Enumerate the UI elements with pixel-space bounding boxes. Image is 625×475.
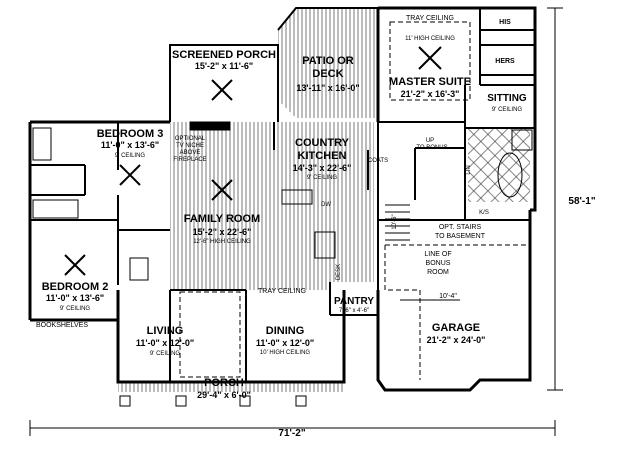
tv-niche-1: OPTIONAL (175, 136, 206, 142)
family-dim: 15'-2" x 22'-6" (193, 227, 252, 237)
dw-label: DW (321, 202, 331, 208)
interior-walls (30, 8, 535, 382)
bathtub (32, 127, 52, 161)
overall-depth: 58'-1" (568, 196, 595, 207)
family-ceiling: 12'-6" HIGH CEILING (193, 239, 251, 245)
kitchen-floor (274, 122, 374, 282)
kitchen-name-2: KITCHEN (298, 150, 347, 162)
porch-name: PORCH (204, 377, 244, 389)
sitting-name: SITTING (487, 93, 527, 104)
dining-ceiling: 10' HIGH CEILING (260, 350, 310, 356)
bedroom2-dim: 11'-0" x 13'-6" (46, 293, 104, 303)
bedroom3-name: BEDROOM 3 (97, 128, 164, 140)
master-tray: TRAY CEILING (406, 15, 454, 22)
pantry-name: PANTRY (334, 296, 374, 307)
wall (378, 6, 537, 212)
bonus-room-line (384, 245, 421, 380)
porch-floor (118, 382, 344, 392)
desk-label: DESK (336, 264, 342, 280)
tv-niche-3: ABOVE (180, 150, 201, 156)
sink (281, 189, 313, 205)
coats-closet: COATS (368, 158, 388, 164)
shower (511, 129, 533, 151)
living-ceiling: 9' CEILING (150, 351, 180, 357)
stairs (385, 204, 410, 241)
bonus-line-3: ROOM (427, 269, 449, 276)
fan-icon (418, 46, 442, 70)
column (239, 395, 251, 407)
column (175, 395, 187, 407)
toilet (129, 257, 149, 281)
kitchen-name: COUNTRY (295, 137, 350, 149)
tray-ceiling-dining (179, 291, 241, 378)
master-name: MASTER SUITE (389, 76, 471, 88)
fan-icon (211, 179, 233, 201)
garage-inner-dim: 10'-4" (439, 293, 457, 300)
bonus-line-2: BONUS (426, 260, 451, 267)
wall (116, 290, 346, 384)
kitchen-dim: 14'-3" x 22'-6" (293, 163, 352, 173)
stair-run-dim: 10'-6" (392, 214, 398, 229)
ceiling-fans (64, 46, 442, 276)
ks-label: K/S (479, 210, 489, 216)
porch-dim: 29'-4" x 6'-0" (197, 390, 251, 400)
master-ceiling: 11' HIGH CEILING (405, 36, 455, 42)
sitting-ceiling: 9' CEILING (492, 107, 522, 113)
fan-icon (211, 79, 233, 101)
pantry-dim: 7'-6" x 4'-6" (339, 308, 369, 314)
tv-niche-2: TV NICHE (176, 143, 204, 149)
wall (277, 7, 378, 31)
screened-porch-dim: 15'-2" x 11'-6" (195, 61, 253, 71)
master-tub (497, 152, 523, 198)
patio-name: PATIO OR (302, 55, 354, 67)
kitchen-island (314, 231, 336, 259)
bedroom2-ceiling: 9' CEILING (60, 306, 90, 312)
tray-ceiling-outline (389, 21, 471, 101)
tray-ceiling-label: TRAY CEILING (258, 288, 306, 295)
bedroom2-name: BEDROOM 2 (42, 281, 109, 293)
living-dim: 11'-0" x 12'-0" (136, 338, 194, 348)
dashed-lines (179, 21, 530, 380)
vanity (32, 199, 79, 219)
tv-niche-4: FIREPLACE (173, 157, 206, 163)
fan-icon (64, 254, 86, 276)
hall-floor (170, 282, 330, 290)
opt-stairs-2: TO BASEMENT (435, 233, 486, 240)
dimension-lines (29, 7, 563, 436)
dining-dim: 11'-0" x 12'-0" (256, 338, 314, 348)
labels: SCREENED PORCH 15'-2" x 11'-6" PATIO OR … (36, 15, 596, 439)
dining-name: DINING (266, 325, 305, 337)
patio-floor (278, 8, 378, 118)
patio-dim: 13'-11" x 16'-0" (296, 83, 359, 93)
column (295, 395, 307, 407)
family-room-floor (170, 122, 274, 282)
master-dim: 21'-2" x 16'-3" (401, 89, 460, 99)
fixtures (32, 121, 533, 407)
wall (169, 44, 279, 122)
family-name: FAMILY ROOM (184, 213, 260, 225)
bookshelves-label: BOOKSHELVES (36, 322, 88, 329)
column (119, 395, 131, 407)
garage-dim: 21'-2" x 24'-0" (427, 335, 486, 345)
overall-width: 71'-2" (278, 428, 305, 439)
bonus-line-1: LINE OF (424, 251, 451, 258)
bedroom3-ceiling: 9' CEILING (115, 153, 145, 159)
his-closet: HIS (499, 19, 511, 26)
wall (376, 210, 532, 392)
up-label: UP (426, 138, 434, 144)
linen-label: LIN (466, 165, 472, 174)
hers-closet: HERS (495, 58, 515, 65)
opt-stairs-1: OPT. STAIRS (439, 224, 482, 231)
fan-icon (119, 164, 141, 186)
living-name: LIVING (147, 325, 184, 337)
garage-name: GARAGE (432, 322, 480, 334)
bedroom3-dim: 11'-0" x 13'-6" (101, 140, 159, 150)
screened-porch-name: SCREENED PORCH (172, 49, 276, 61)
to-bonus-label: TO BONUS (416, 145, 447, 151)
kitchen-ceiling: 9' CEILING (307, 175, 337, 181)
fireplace (189, 121, 231, 131)
patio-name-2: DECK (312, 68, 343, 80)
hatched-floors (118, 8, 530, 392)
